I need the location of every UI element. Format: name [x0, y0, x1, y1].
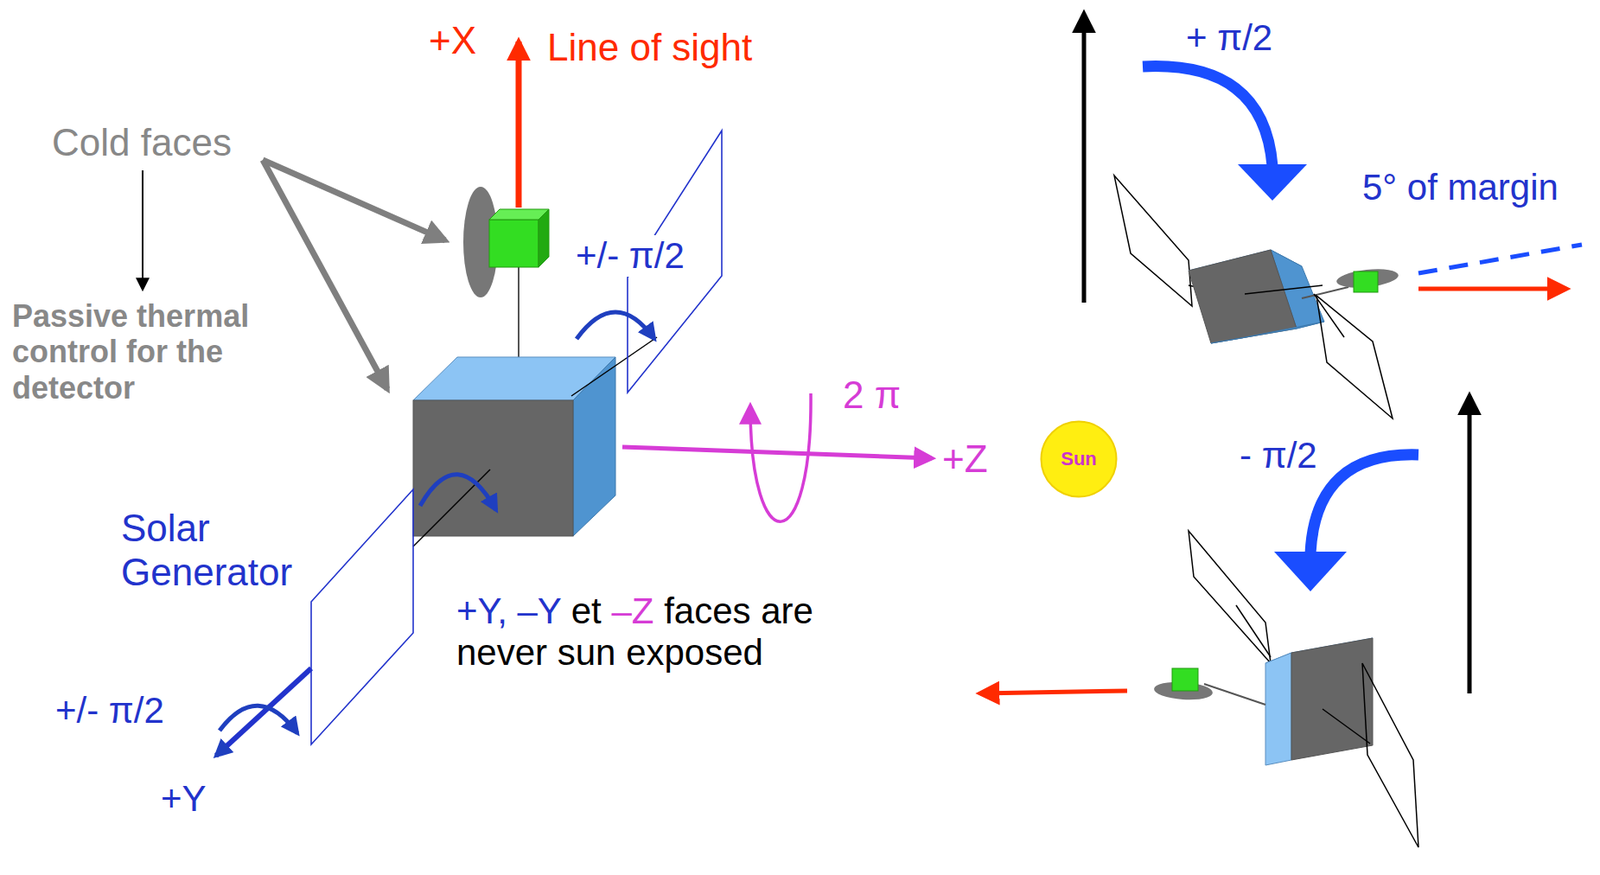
node-label: Sun — [1060, 447, 1097, 471]
pointer-arrow — [262, 159, 446, 241]
note-word — [560, 590, 572, 632]
callout-label: Cold faces — [51, 121, 232, 166]
rotation-arrow — [576, 312, 655, 339]
margin-note: 5° of margin — [1362, 166, 1559, 209]
note-word — [615, 631, 626, 673]
arrow-head — [1237, 164, 1307, 201]
rotation-arrow — [219, 705, 298, 734]
z-axis-arrow — [622, 446, 932, 459]
axis-label: +Z — [942, 437, 989, 482]
note-text: Passive thermal control for the detector — [12, 298, 311, 406]
rotation-arrow — [420, 474, 497, 510]
pointer-arrow — [141, 170, 144, 289]
note-word: sun — [557, 631, 617, 673]
node-text-holder: Sun — [1060, 447, 1097, 471]
note-word: et — [571, 590, 602, 632]
rotation-range: +/- π/2 — [55, 689, 165, 732]
solar-panel — [311, 489, 414, 745]
note-word: exposed — [625, 631, 764, 673]
axis-label: +X — [428, 19, 477, 64]
note-word — [751, 590, 762, 632]
detector-boom — [517, 267, 520, 357]
note-word — [601, 590, 612, 632]
spacecraft-body — [413, 356, 616, 536]
note-word — [653, 590, 664, 632]
part-name: Solar Generator — [121, 506, 322, 594]
reference-arrow — [1467, 395, 1473, 694]
satellite-attitude — [980, 530, 1419, 848]
note-word: +Y, — [456, 590, 508, 632]
satellite-attitude — [1114, 175, 1582, 419]
note-word — [547, 631, 558, 673]
rotation-angle: + π/2 — [1185, 17, 1273, 59]
line-of-sight-arrow — [516, 41, 523, 208]
pointer-arrow — [262, 159, 388, 389]
reference-arrow — [1082, 13, 1087, 303]
panel-arm — [413, 469, 491, 547]
rotation-range: +/- π/2 — [573, 235, 688, 277]
note-word: faces — [663, 590, 751, 632]
note-word: are — [760, 590, 814, 632]
note-word — [507, 590, 518, 632]
y-axis-arrow — [216, 668, 312, 756]
arrow-head — [1274, 551, 1347, 592]
note-word: –Y — [516, 590, 561, 632]
panel-arm — [571, 337, 657, 396]
note-word: –Z — [611, 590, 654, 632]
axis-label: +Y — [160, 777, 207, 820]
rotation-angle: - π/2 — [1239, 434, 1318, 477]
note-word: never — [456, 631, 548, 673]
detector-cube — [489, 209, 549, 268]
sun-circle: Sun — [1039, 420, 1118, 498]
spin-loop-arrow — [750, 393, 811, 522]
rotation-range: 2 π — [842, 373, 901, 418]
rotation-arrow — [1142, 66, 1273, 166]
note-text: +Y, –Y et –Z faces are never sun exposed — [456, 590, 906, 675]
axis-name: Line of sight — [547, 25, 753, 71]
node-circle — [1041, 421, 1117, 498]
rotation-arrow — [1310, 454, 1419, 554]
